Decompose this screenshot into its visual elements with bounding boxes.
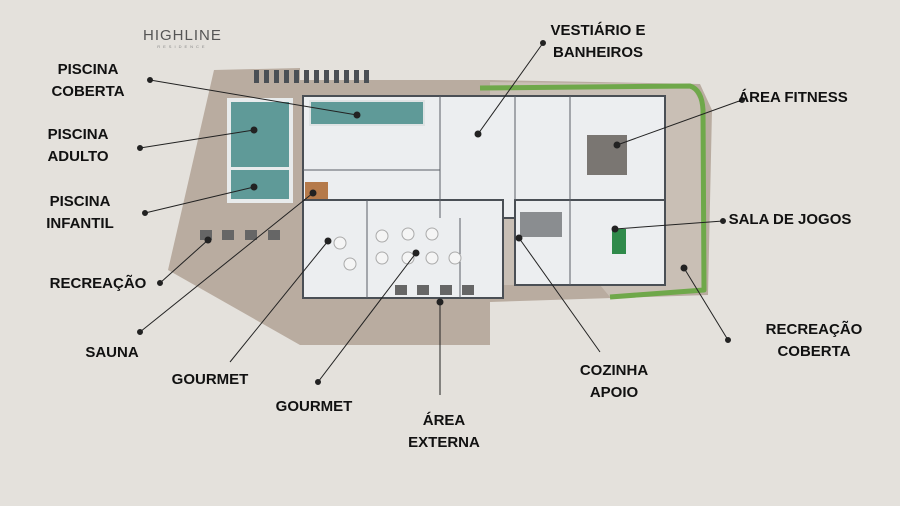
label-line: ADULTO — [47, 148, 109, 165]
covered-pool — [309, 100, 425, 126]
kids-pool — [231, 170, 289, 199]
label-line: COZINHA — [579, 362, 649, 379]
sun-loungers — [254, 70, 369, 83]
label-line: EXTERNA — [408, 434, 480, 451]
label-line: PISCINA — [47, 126, 109, 143]
label-piscina-adulto: PISCINA ADULTO — [47, 124, 108, 168]
label-gourmet-2: GOURMET — [276, 396, 353, 418]
label-cozinha-apoio: COZINHA APOIO — [580, 360, 648, 404]
label-area-fitness: ÁREA FITNESS — [738, 87, 847, 109]
label-line: SALA DE JOGOS — [728, 211, 852, 228]
label-line: SAUNA — [85, 344, 139, 361]
label-line: GOURMET — [275, 398, 353, 415]
label-area-externa: ÁREA EXTERNA — [408, 410, 480, 454]
leader-lines — [137, 40, 745, 395]
gourmet-tables — [333, 227, 462, 271]
label-sauna: SAUNA — [85, 342, 138, 364]
label-line: BANHEIROS — [552, 44, 643, 61]
outdoor-furniture — [200, 230, 474, 295]
label-gourmet-1: GOURMET — [172, 369, 249, 391]
label-line: PISCINA — [49, 193, 111, 210]
kitchen — [520, 212, 562, 237]
label-piscina-infantil: PISCINA INFANTIL — [46, 191, 114, 235]
logo-subtext: RESIDENCE — [157, 44, 208, 49]
label-recreacao-coberta: RECREAÇÃO COBERTA — [766, 319, 863, 363]
label-line: VESTIÁRIO E — [550, 22, 646, 39]
label-line: RECREAÇÃO — [49, 275, 147, 292]
label-line: COBERTA — [51, 83, 125, 100]
label-line: INFANTIL — [46, 215, 114, 232]
label-line: PISCINA — [57, 61, 119, 78]
label-line: ÁREA — [422, 412, 466, 429]
ping-pong-table — [612, 229, 626, 254]
fitness-room — [587, 135, 627, 175]
label-line: APOIO — [589, 384, 639, 401]
label-line: GOURMET — [171, 371, 249, 388]
hedge — [479, 83, 707, 300]
label-line: ÁREA FITNESS — [738, 89, 848, 106]
logo-text: HIGHLINE — [143, 27, 222, 44]
label-vestiario: VESTIÁRIO E BANHEIROS — [550, 20, 645, 64]
label-line: COBERTA — [777, 343, 851, 360]
label-piscina-coberta: PISCINA COBERTA — [51, 59, 124, 103]
label-sala-de-jogos: SALA DE JOGOS — [729, 209, 852, 231]
label-line: RECREAÇÃO — [765, 321, 863, 338]
label-recreacao: RECREAÇÃO — [50, 273, 147, 295]
